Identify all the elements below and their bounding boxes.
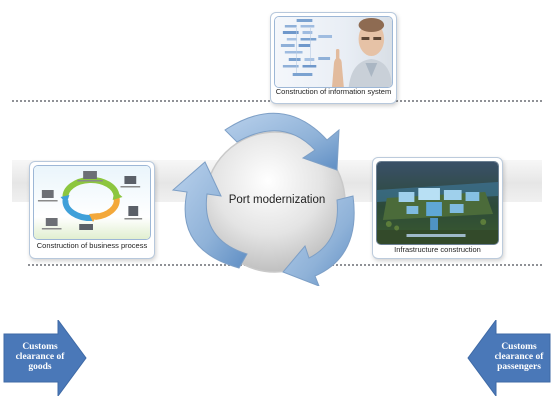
card-caption: Construction of information system <box>275 87 392 96</box>
card-caption: Construction of business process <box>36 241 148 250</box>
customs-passengers-arrow: Customs clearance of passengers <box>464 320 552 396</box>
arrow-right-icon <box>3 320 87 396</box>
customs-passengers-label: Customs clearance of passengers <box>494 342 544 372</box>
card-infrastructure-construction: Infrastructure construction <box>372 157 503 259</box>
arrow-left-icon <box>467 320 551 396</box>
cycle-arrow-right <box>282 195 355 286</box>
modernization-cycle <box>165 100 387 286</box>
customs-goods-label: Customs clearance of goods <box>15 342 65 372</box>
cycle-arrow-left <box>171 161 248 269</box>
customs-goods-arrow: Customs clearance of goods <box>2 320 90 396</box>
port-infrastructure-rendering <box>376 161 499 245</box>
center-label: Port modernization <box>228 194 326 206</box>
card-caption: Infrastructure construction <box>394 245 481 254</box>
card-information-system: Construction of information system <box>270 12 397 104</box>
cycle-arrow-top <box>224 112 340 171</box>
process-cycle-illustration <box>33 165 151 240</box>
card-business-process: Construction of business process <box>29 161 155 259</box>
businessman-touchscreen-photo <box>274 16 393 88</box>
